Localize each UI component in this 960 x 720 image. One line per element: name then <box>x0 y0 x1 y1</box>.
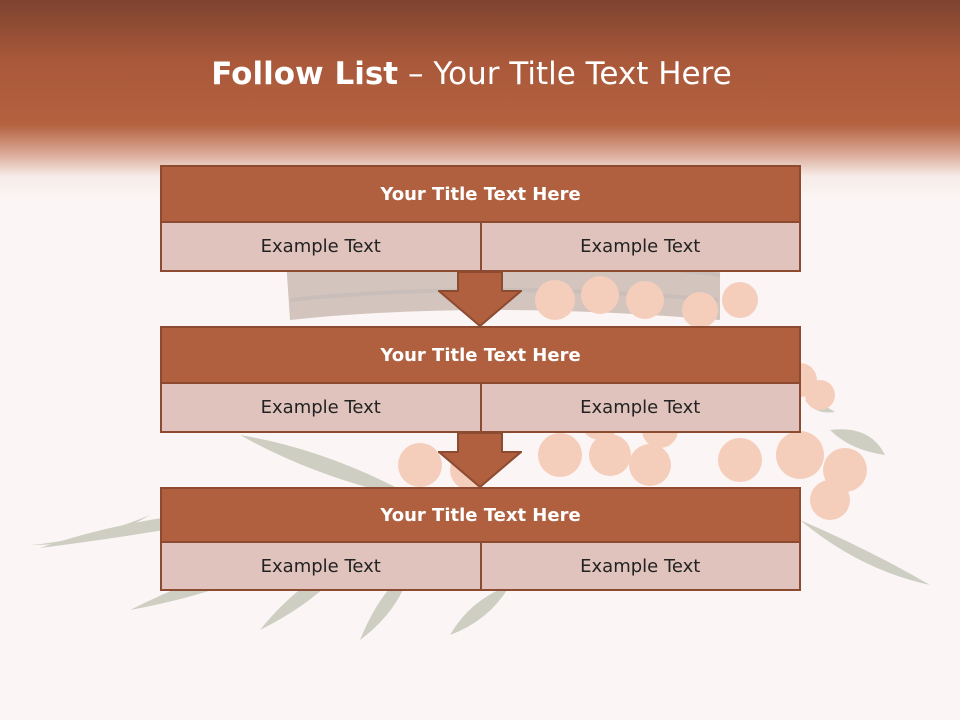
title-rest: – Your Title Text Here <box>407 56 732 92</box>
down-arrow-icon <box>438 271 522 327</box>
list-block-2: Your Title Text Here Example Text Exampl… <box>160 326 801 433</box>
list-block-1: Your Title Text Here Example Text Exampl… <box>160 165 801 272</box>
list-block-3: Your Title Text Here Example Text Exampl… <box>160 487 801 591</box>
block-title: Your Title Text Here <box>160 326 801 384</box>
block-cell-left: Example Text <box>260 555 381 577</box>
block-row: Example Text Example Text <box>160 543 801 591</box>
page-title: Follow List – Your Title Text Here <box>0 56 943 92</box>
title-bold: Follow List <box>211 56 399 92</box>
block-title: Your Title Text Here <box>160 165 801 223</box>
down-arrow-icon <box>438 432 522 488</box>
block-row: Example Text Example Text <box>160 223 801 272</box>
block-title: Your Title Text Here <box>160 487 801 543</box>
block-cell-right: Example Text <box>479 543 800 589</box>
block-cell-left: Example Text <box>260 397 381 418</box>
block-cell-right: Example Text <box>479 384 800 431</box>
block-cell-left: Example Text <box>260 236 381 257</box>
block-row: Example Text Example Text <box>160 384 801 433</box>
block-cell-right: Example Text <box>479 223 800 270</box>
